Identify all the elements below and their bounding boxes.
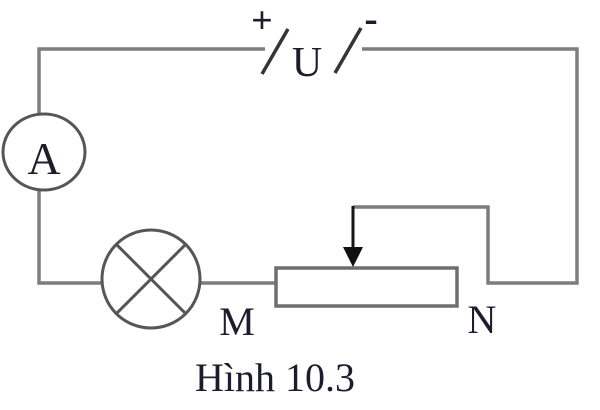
wire-top-left	[37, 47, 265, 114]
source-minus-label: -	[364, 0, 378, 41]
terminal-m-label: M	[219, 299, 255, 344]
ammeter-label: A	[27, 133, 61, 184]
source-terminal-slash-right	[333, 27, 363, 74]
ammeter-icon	[1, 112, 87, 192]
wire-top-right-to-wiper	[353, 47, 579, 285]
voltage-label: U	[291, 40, 323, 86]
source-plus-label: +	[251, 0, 273, 42]
lamp-cross-line-2	[115, 243, 187, 315]
terminal-n-label: N	[467, 297, 497, 342]
source-terminal-slash-left	[260, 28, 290, 75]
wire-bottom-left	[37, 190, 103, 285]
wiper-arrow-icon	[343, 247, 363, 267]
figure-caption: Hình 10.3	[195, 355, 355, 400]
rheostat-body	[274, 266, 459, 308]
